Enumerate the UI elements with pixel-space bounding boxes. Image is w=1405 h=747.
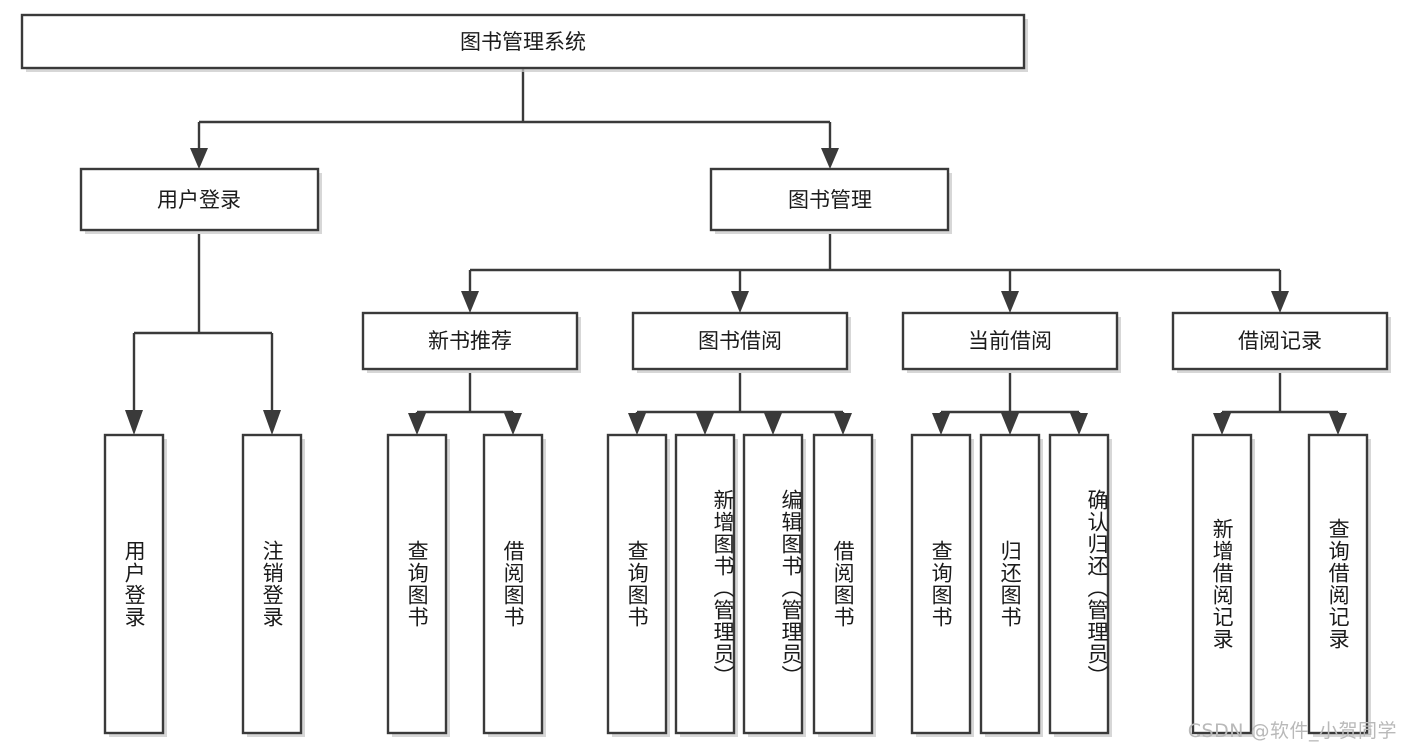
connector-group-user-login (125, 234, 281, 435)
arrow-leaf-logout (263, 410, 281, 435)
node-book-manage-label: 图书管理 (788, 188, 872, 212)
arrow-to-borrow-record (1271, 291, 1289, 313)
leaf-query-book-2-box[interactable] (606, 433, 668, 735)
leaf-boxes-group (103, 433, 1371, 737)
leaf-borrow-book-2-box[interactable] (812, 433, 874, 735)
leaf-query-book-1-box[interactable] (386, 433, 448, 735)
node-new-book-recommend[interactable]: 新书推荐 (361, 311, 581, 373)
node-root-box[interactable] (20, 13, 1026, 70)
connector-group-current-borrow (932, 373, 1088, 435)
arrow-to-current-borrow (1001, 291, 1019, 313)
leaf-user-login-box[interactable] (103, 433, 165, 735)
node-book-borrow-box[interactable] (631, 311, 849, 371)
arrow-leaf-add-book (696, 413, 714, 435)
leaf-logout-box[interactable] (241, 433, 303, 735)
node-new-book-recommend-label: 新书推荐 (428, 329, 512, 353)
node-borrow-record-label: 借阅记录 (1238, 329, 1322, 353)
arrow-leaf-user-login (125, 410, 143, 435)
node-new-book-recommend-box[interactable] (361, 311, 579, 371)
node-user-login[interactable]: 用户登录 (79, 167, 322, 234)
arrow-leaf-borrow-book-1 (504, 413, 522, 435)
arrow-leaf-borrow-book-2 (834, 413, 852, 435)
node-borrow-record-box[interactable] (1171, 311, 1389, 371)
csdn-watermark: CSDN @软件_小贺同学 (1187, 720, 1397, 742)
arrow-leaf-edit-book (764, 413, 782, 435)
node-book-manage-box[interactable] (709, 167, 950, 232)
node-current-borrow[interactable]: 当前借阅 (901, 311, 1121, 373)
connector-group-root (190, 68, 839, 169)
node-current-borrow-box[interactable] (901, 311, 1119, 371)
arrow-leaf-return-book (1001, 413, 1019, 435)
connector-group-new-book-recommend (408, 373, 522, 435)
leaf-return-book-box[interactable] (979, 433, 1041, 735)
node-book-borrow-label: 图书借阅 (698, 329, 782, 353)
leaf-query-book-3-box[interactable] (910, 433, 972, 735)
arrow-to-user-login (190, 148, 208, 169)
node-root[interactable]: 图书管理系统 (20, 13, 1028, 72)
leaf-query-record-box[interactable] (1307, 433, 1369, 735)
node-book-borrow[interactable]: 图书借阅 (631, 311, 851, 373)
node-root-label: 图书管理系统 (460, 30, 586, 54)
node-book-manage[interactable]: 图书管理 (709, 167, 952, 234)
leaf-add-book-box[interactable] (674, 433, 736, 735)
arrow-to-book-borrow (731, 291, 749, 313)
node-current-borrow-label: 当前借阅 (968, 329, 1052, 353)
arrow-to-new-book-recommend (461, 291, 479, 313)
connector-group-borrow-record (1213, 373, 1347, 435)
arrow-leaf-confirm-return (1070, 413, 1088, 435)
arrow-leaf-query-book-2 (628, 413, 646, 435)
leaf-edit-book-box[interactable] (742, 433, 804, 735)
arrow-leaf-query-book-1 (408, 413, 426, 435)
arrow-leaf-query-book-3 (932, 413, 950, 435)
leaf-borrow-book-1-box[interactable] (482, 433, 544, 735)
arrow-leaf-add-record (1213, 413, 1231, 435)
leaf-add-record-box[interactable] (1191, 433, 1253, 735)
arrow-to-book-manage (821, 148, 839, 169)
leaf-confirm-return-box[interactable] (1048, 433, 1110, 735)
node-borrow-record[interactable]: 借阅记录 (1171, 311, 1391, 373)
node-user-login-box[interactable] (79, 167, 320, 232)
arrow-leaf-query-record (1329, 413, 1347, 435)
connector-group-book-borrow (628, 373, 852, 435)
connector-group-book-manage (461, 234, 1289, 313)
node-user-login-label: 用户登录 (157, 188, 241, 212)
